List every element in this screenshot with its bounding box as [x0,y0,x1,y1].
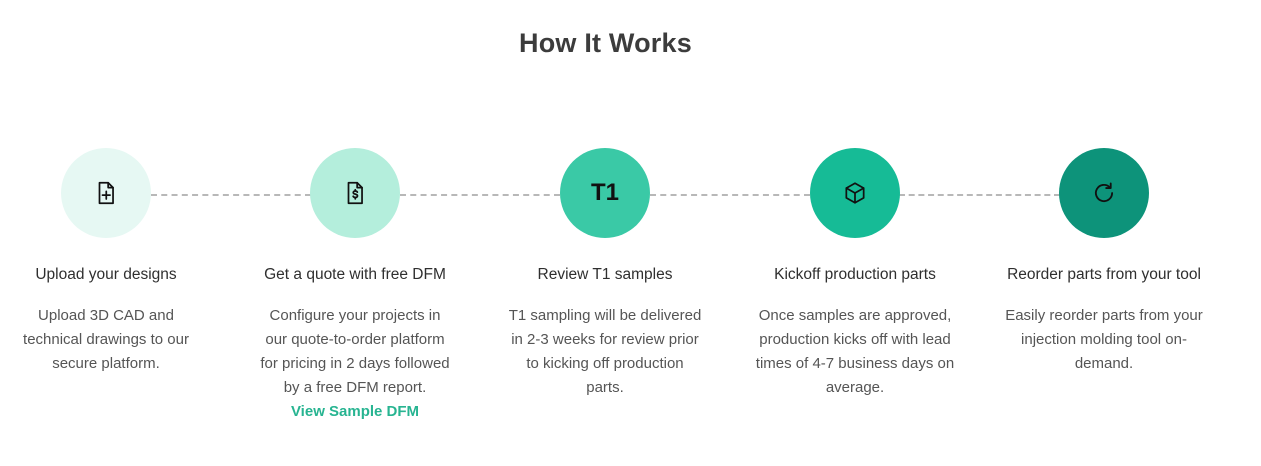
description-line: in 2-3 weeks for review prior [511,331,699,348]
description-line: production kicks off with lead [759,331,951,348]
step-connector [151,194,311,196]
step-connector [899,194,1060,196]
description-line: average. [825,379,885,396]
description-line: our quote-to-order platform [265,331,445,348]
document-dollar-icon [347,181,363,205]
step-description: Easily reorder parts from your injection… [995,304,1213,376]
refresh-icon [1094,182,1114,202]
view-sample-dfm-link[interactable]: View Sample DFM [290,403,420,420]
step-description: T1 sampling will be delivered in 2-3 wee… [496,304,714,400]
description-line: for pricing in 2 days followed [260,355,450,372]
step-kickoff-production: Kickoff production parts Once samples ar… [745,148,965,400]
description-line: secure platform. [52,355,160,372]
step-description: Upload 3D CAD and technical drawings to … [0,304,215,376]
step-circle [1059,148,1149,238]
description-line: by a free DFM report. [283,379,427,396]
step-get-quote: Get a quote with free DFM Configure your… [245,148,465,424]
step-title: Review T1 samples [537,266,673,283]
description-line: demand. [1074,355,1134,372]
step-reorder-parts: Reorder parts from your tool Easily reor… [994,148,1214,376]
description-line: parts. [586,379,624,396]
step-circle [810,148,900,238]
step-upload-designs: Upload your designs Upload 3D CAD and te… [0,148,216,376]
description-line: Configure your projects in [269,307,441,324]
description-line: to kicking off production [526,355,684,372]
step-connector [650,194,810,196]
step-title: Kickoff production parts [774,266,936,283]
step-title: Get a quote with free DFM [264,266,446,283]
step-description: Configure your projects in our quote-to-… [246,304,464,424]
page-title: How It Works [519,28,692,58]
description-line: Once samples are approved, [758,307,952,324]
step-review-t1: T1 Review T1 samples T1 sampling will be… [495,148,715,400]
description-line: injection molding tool on- [1021,331,1187,348]
step-connector [400,194,560,196]
cube-icon [845,182,865,204]
t1-icon: T1 [590,179,619,206]
document-plus-icon [98,181,114,205]
description-line: times of 4-7 business days on [755,355,955,372]
step-description: Once samples are approved, production ki… [746,304,964,400]
step-circle: T1 [560,148,650,238]
description-line: T1 sampling will be delivered [508,307,702,324]
step-circle [61,148,151,238]
step-circle [310,148,400,238]
description-line: technical drawings to our [23,331,189,348]
description-line: Easily reorder parts from your [1005,307,1203,324]
step-title: Upload your designs [35,266,177,283]
description-line: Upload 3D CAD and [38,307,174,324]
step-title: Reorder parts from your tool [1007,266,1201,283]
